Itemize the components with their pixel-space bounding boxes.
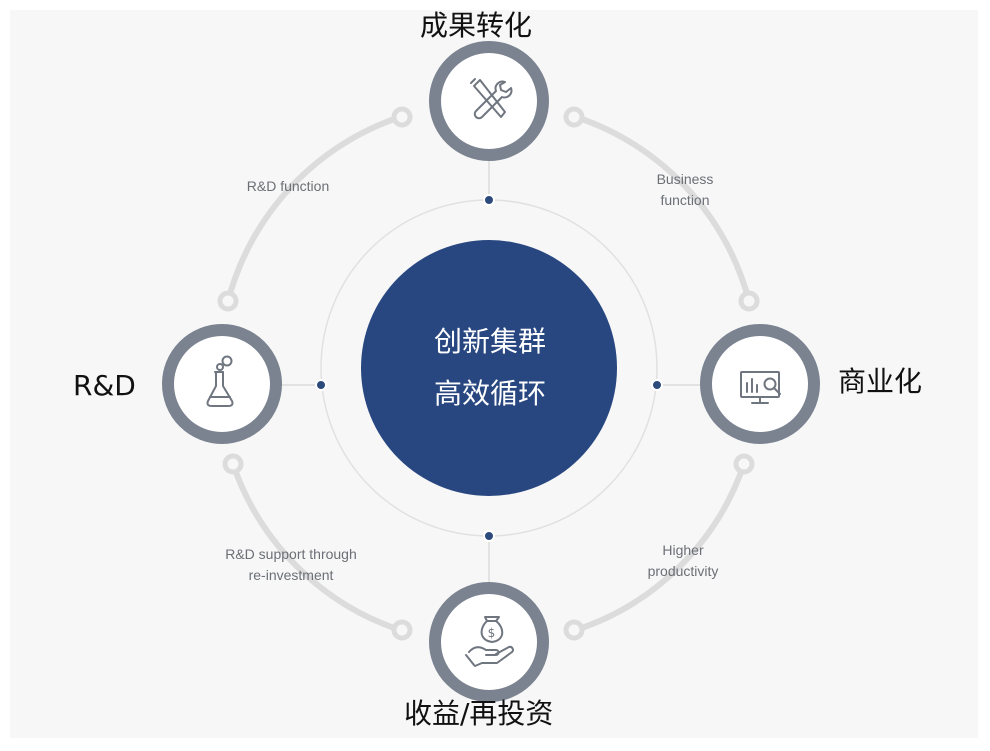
center-label: 创新集群 高效循环 [360, 316, 620, 420]
center-line-2: 高效循环 [433, 377, 546, 410]
center-circle [361, 240, 617, 496]
arc-top-left [225, 114, 403, 304]
connectors [282, 158, 702, 584]
node-top[interactable] [429, 41, 549, 161]
node-top-label: 成果转化 [420, 9, 533, 42]
svg-text:$: $ [488, 626, 496, 640]
arc-label-line: Business [656, 171, 714, 187]
wrench-screwdriver-icon [470, 78, 513, 120]
arc-label-line: Higher [662, 542, 704, 558]
node-bottom-label: 收益/再投资 [404, 697, 554, 730]
arc-label-line: R&D function [246, 178, 330, 194]
arc-bottom-right [573, 461, 747, 633]
node-left-label: R&D [73, 369, 136, 402]
node-right[interactable] [700, 324, 820, 444]
arc-label-bottom-left: R&D support through re-investment [206, 544, 376, 586]
money-bag-hand-icon: $ [465, 616, 514, 667]
node-left[interactable] [162, 324, 282, 444]
arc-end-caps [217, 106, 760, 641]
arc-bottom-left [230, 461, 403, 633]
arc-label-line: productivity [647, 563, 719, 579]
arc-label-top-right: Business function [630, 169, 740, 211]
center-line-1: 创新集群 [433, 325, 546, 358]
connector-dots [315, 194, 663, 542]
node-right-label: 商业化 [838, 365, 923, 398]
node-bottom[interactable]: $ [429, 582, 549, 702]
analytics-monitor-icon [740, 371, 781, 404]
arc-top-right [573, 114, 752, 304]
arc-label-line: re-investment [248, 567, 334, 583]
flask-icon [206, 355, 234, 407]
arc-label-line: function [660, 192, 710, 208]
arc-label-line: R&D support through [225, 546, 357, 562]
arc-label-top-left: R&D function [228, 176, 348, 197]
arc-label-bottom-right: Higher productivity [628, 540, 738, 582]
outer-arcs [225, 114, 752, 633]
